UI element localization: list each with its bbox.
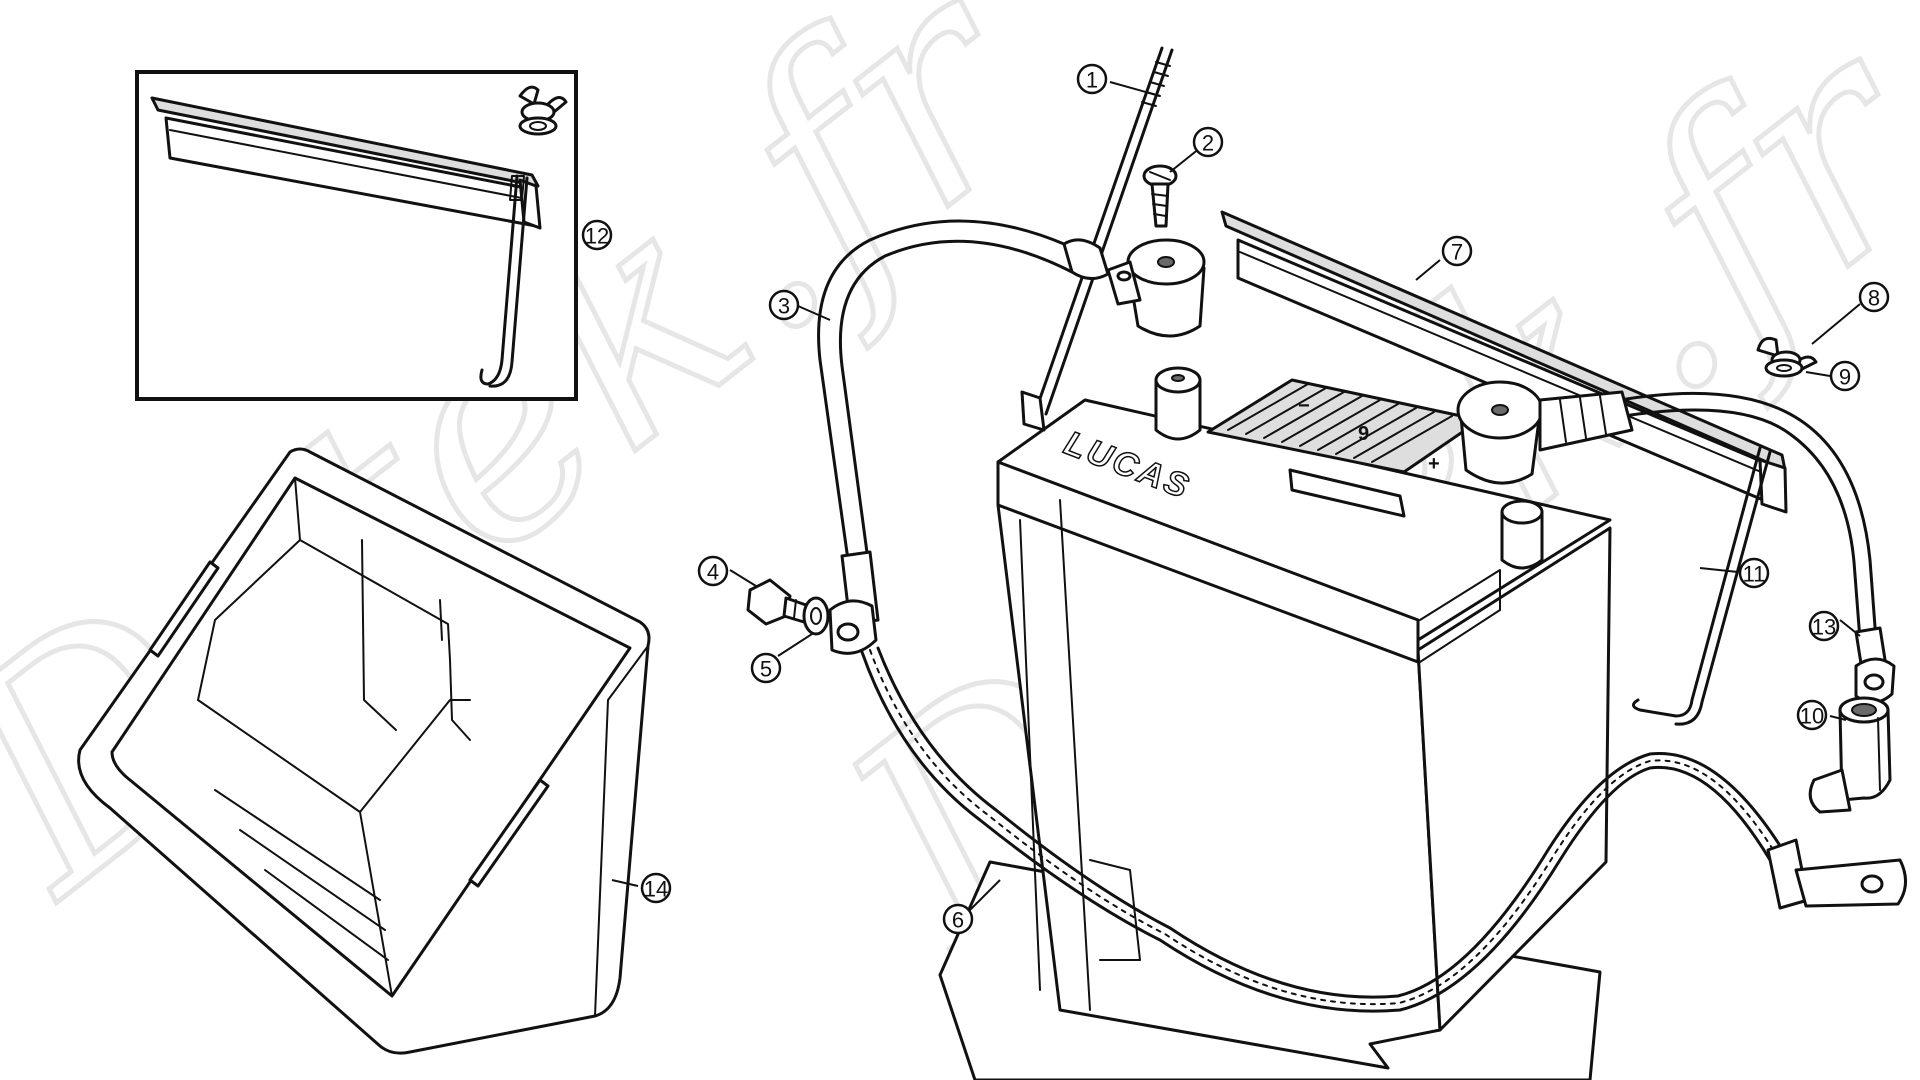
callout-12-label: 12 [585, 224, 609, 249]
battery-lid-rim [996, 460, 1420, 664]
callout-9: 9 [1829, 360, 1861, 392]
inset-wing-nut [518, 85, 568, 136]
callout-1: 1 [1076, 63, 1108, 95]
callout-7-label: 7 [1451, 240, 1463, 265]
callout-6-label: 6 [952, 908, 964, 933]
inset-frame [135, 70, 578, 401]
tray-inner [110, 476, 632, 998]
battery: LUCAS − 9 + [996, 366, 1612, 1070]
callout-8: 8 [1858, 281, 1890, 313]
callout-1-label: 1 [1086, 68, 1098, 93]
callout-2: 2 [1192, 126, 1224, 158]
negative-post [1154, 366, 1202, 441]
callout-3-label: 3 [778, 294, 790, 319]
clamp-rod [1632, 446, 1762, 718]
terminal-screw [1142, 164, 1178, 228]
clamp-bar [1220, 210, 1788, 514]
battery-cell-label: 9 [1358, 423, 1369, 445]
callout-9-label: 9 [1839, 365, 1851, 390]
positive-terminal-clamp [1456, 380, 1634, 485]
callout-7: 7 [1441, 235, 1473, 267]
callout-13: 13 [1808, 610, 1840, 642]
callout-2-label: 2 [1202, 131, 1214, 156]
callout-8-label: 8 [1868, 286, 1880, 311]
battery-tray [77, 447, 651, 1055]
washer [1764, 358, 1804, 378]
battery-side [1416, 526, 1612, 1032]
inset-clamp-bar [135, 70, 578, 401]
callout-5: 5 [750, 652, 782, 684]
battery-terminal-negative: − [1298, 395, 1310, 417]
braided-earth-strap [860, 646, 1907, 1013]
callout-10-label: 10 [1800, 704, 1824, 729]
callout-11-label: 11 [1743, 562, 1766, 587]
callout-13-label: 13 [1812, 615, 1836, 640]
callout-14-label: 14 [644, 877, 668, 902]
callout-14: 14 [640, 872, 672, 904]
callout-4: 4 [697, 555, 729, 587]
hold-down-stud [1020, 46, 1174, 432]
leader-lines [611, 81, 1861, 911]
callout-6: 6 [942, 903, 974, 935]
terminal-cover [1808, 696, 1892, 814]
callout-10: 10 [1796, 699, 1828, 731]
callout-12: 12 [581, 219, 613, 251]
callout-11: 11 [1738, 557, 1770, 589]
callout-4-label: 4 [707, 560, 719, 585]
negative-terminal-clamp [1062, 238, 1206, 338]
positive-cable [1618, 391, 1896, 704]
inset-rod [479, 174, 519, 386]
lock-washer [802, 596, 830, 636]
callout-5-label: 5 [760, 657, 772, 682]
positive-post [1500, 499, 1544, 570]
tray-handle-left [148, 560, 220, 658]
battery-terminal-positive: + [1428, 453, 1440, 475]
tray-handle-right [468, 778, 550, 888]
callout-3: 3 [768, 289, 800, 321]
inset-bar [150, 96, 540, 188]
